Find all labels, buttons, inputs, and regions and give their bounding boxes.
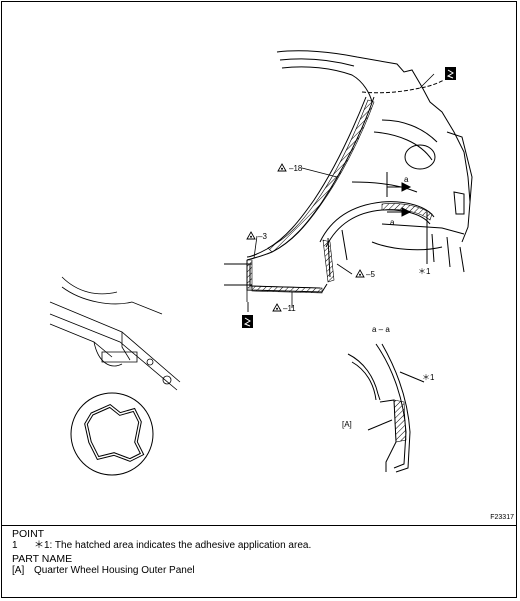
- section-callout-star1: ＊1: [422, 373, 435, 382]
- cut-point-top-icon: [445, 67, 456, 80]
- magnified-cross-section: [70, 392, 154, 476]
- section-callout-bracket-a: [A]: [342, 420, 352, 429]
- section-mark-a-bottom: a: [390, 218, 395, 227]
- part-name-item: [A] Quarter Wheel Housing Outer Panel: [12, 565, 311, 577]
- section-a-a-drawing: [347, 343, 425, 473]
- section-title: a – a: [372, 325, 390, 334]
- section-adhesive-area: [393, 399, 407, 443]
- figure-id: F23317: [490, 514, 514, 521]
- quarter-panel-drawing: [224, 50, 473, 293]
- section-arrows: [386, 172, 428, 264]
- point-item: 1 ＊1: The hatched area indicates the adhe…: [12, 540, 311, 552]
- point-number: 1: [12, 540, 18, 551]
- repair-diagram: –18 –3 –5 –11 ＊1 a a a – a ＊1 [A]: [49, 50, 473, 476]
- part-key: [A]: [12, 565, 25, 576]
- callout-11: –11: [283, 304, 296, 313]
- callout-star1: ＊1: [418, 267, 431, 276]
- part-text: Quarter Wheel Housing Outer Panel: [34, 565, 195, 576]
- callout-3: –3: [258, 232, 267, 241]
- cut-point-bottom-icon: [242, 302, 253, 328]
- point-text: ＊1: The hatched area indicates the adhes…: [34, 540, 312, 551]
- callout-leaders: [246, 73, 435, 308]
- part-name-heading: PART NAME: [12, 553, 73, 565]
- callout-5: –5: [366, 270, 375, 279]
- callout-symbols: [246, 163, 365, 312]
- point-heading: POINT: [12, 528, 45, 540]
- notes-section: POINT 1 ＊1: The hatched area indicates th…: [12, 528, 311, 577]
- callout-18: –18: [289, 164, 303, 173]
- sill-detail-drawing: [49, 276, 181, 391]
- adhesive-areas-main: [246, 99, 433, 294]
- divider: [2, 525, 516, 526]
- section-mark-a-top: a: [404, 175, 409, 184]
